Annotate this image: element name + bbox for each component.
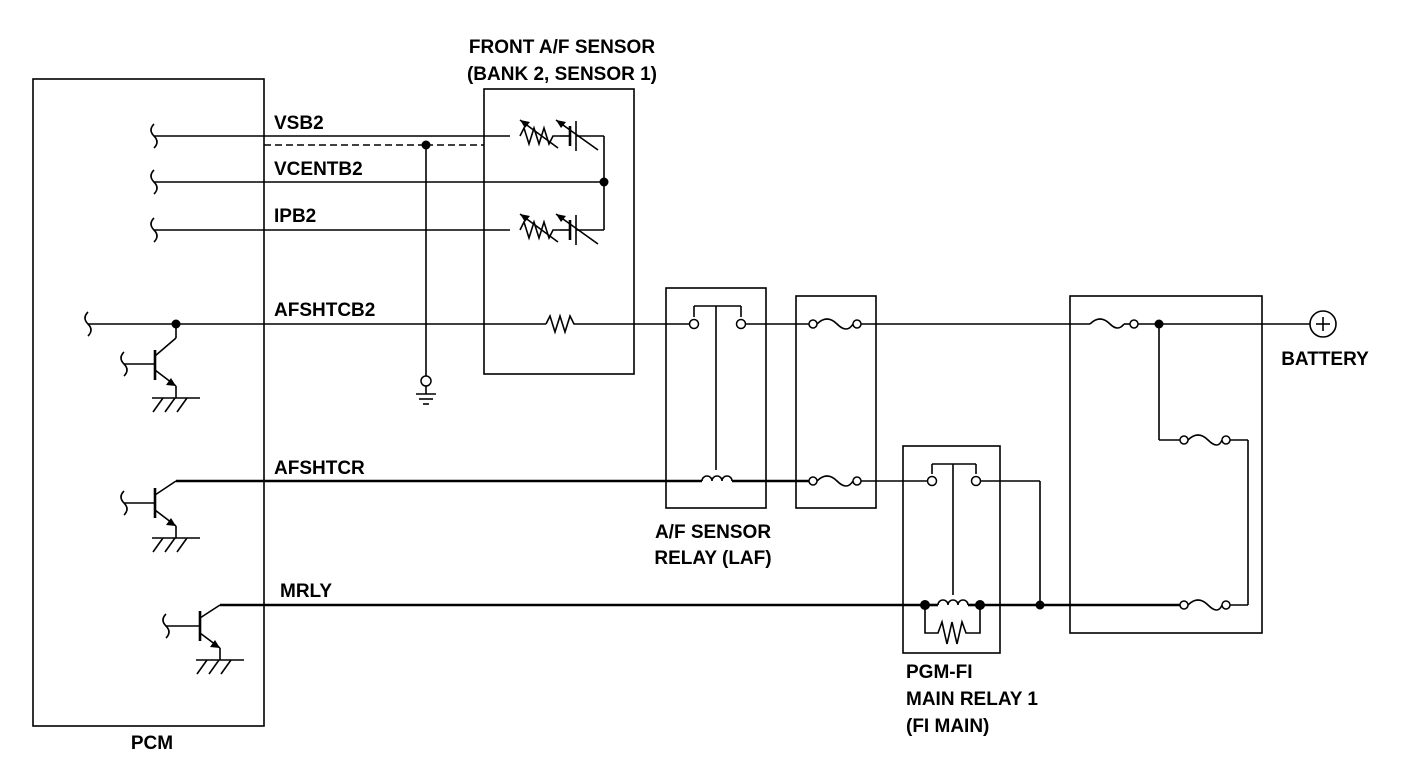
pcm-module: PCM [32, 78, 265, 754]
main-relay-label-line3: (FI MAIN) [906, 716, 989, 737]
relay-coil-icon [937, 599, 969, 606]
fuse-icon [1089, 318, 1139, 329]
main-relay-label-line2: MAIN RELAY 1 [906, 689, 1038, 710]
fuse-box-middle-rect [795, 295, 877, 509]
signal-wires: VSB2 VCENTB2 IPB2 AFSHTCB2 AFSHTCR MRLY [88, 113, 925, 607]
af-sensor-relay: A/F SENSOR RELAY (LAF) [654, 287, 810, 569]
ground-icon [152, 397, 200, 413]
fuse-icon [1179, 599, 1231, 611]
junction-dot [171, 319, 181, 329]
variable-cell-icon [555, 213, 604, 245]
relay-coil-icon [701, 475, 733, 482]
label-afshtcr: AFSHTCR [274, 458, 365, 479]
heater-resistor-icon [545, 313, 580, 335]
transistor-icon [162, 604, 221, 660]
transistor-icon [120, 480, 177, 538]
label-ipb2: IPB2 [274, 206, 316, 227]
laf-relay-label-line1: A/F SENSOR [655, 522, 771, 543]
label-vcentb2: VCENTB2 [274, 159, 363, 180]
variable-resistor-icon [519, 213, 560, 243]
front-af-sensor: FRONT A/F SENSOR (BANK 2, SENSOR 1) [467, 37, 690, 375]
battery-terminal-icon [1309, 310, 1337, 338]
variable-resistor-icon [519, 119, 560, 149]
fuse-box-main [1069, 295, 1310, 634]
ground-icon [152, 537, 200, 553]
fuse-icon [808, 318, 862, 330]
sensor-box [483, 88, 635, 375]
variable-cell-icon [555, 119, 604, 151]
fuse-icon [1179, 434, 1231, 446]
laf-relay-box [665, 287, 767, 509]
relay-switch-icon [926, 463, 982, 595]
laf-relay-label-line2: RELAY (LAF) [654, 548, 771, 569]
transistor-icon [120, 324, 177, 398]
label-vsb2: VSB2 [274, 113, 324, 134]
label-afshtcb2: AFSHTCB2 [274, 300, 375, 321]
main-relay-label-line1: PGM-FI [906, 662, 973, 683]
fuse-box-middle [795, 295, 1090, 509]
pcm-label: PCM [131, 733, 173, 754]
label-mrly: MRLY [280, 581, 332, 602]
ground-icon [196, 659, 244, 675]
fuse-icon [808, 475, 862, 487]
relay-switch-icon [688, 305, 747, 470]
sensor-title-line1: FRONT A/F SENSOR [469, 37, 655, 58]
battery-label: BATTERY [1281, 349, 1369, 370]
sensor-title-line2: (BANK 2, SENSOR 1) [467, 64, 657, 85]
terminal-icon [420, 375, 432, 387]
junction-dot [599, 177, 609, 187]
main-relay-box [902, 445, 1001, 654]
ground-icon [416, 386, 436, 405]
battery: BATTERY [1281, 310, 1369, 370]
resistor-icon [924, 605, 981, 645]
pgm-fi-main-relay: PGM-FI MAIN RELAY 1 (FI MAIN) [902, 445, 1180, 737]
pcm-box [32, 78, 265, 727]
fuse-box-main-rect [1069, 295, 1263, 634]
